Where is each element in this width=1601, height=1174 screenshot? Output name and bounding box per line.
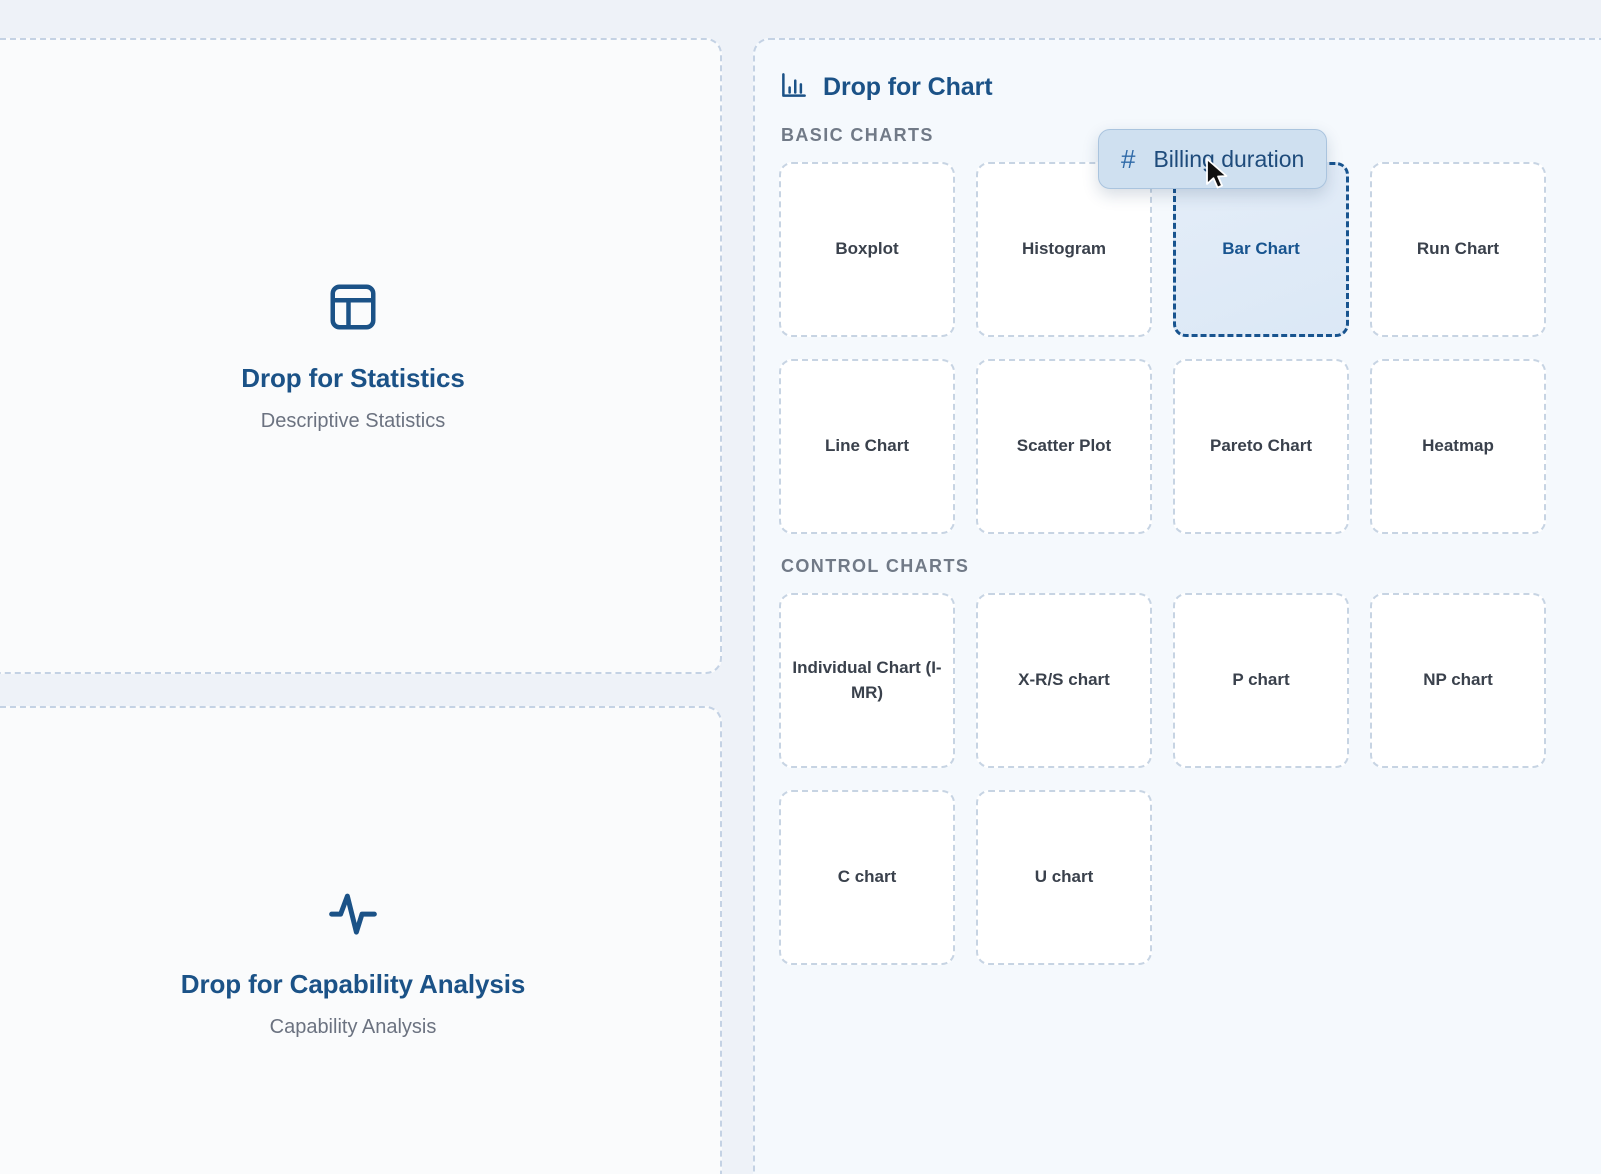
- capability-drop-subtitle: Capability Analysis: [269, 1015, 437, 1038]
- tile-label: NP chart: [1423, 670, 1493, 690]
- tile-label: Run Chart: [1416, 239, 1500, 259]
- statistics-drop-title: Drop for Statistics: [241, 362, 465, 393]
- chart-tile-scatter-plot[interactable]: Scatter Plot: [976, 359, 1152, 534]
- statistics-drop-zone[interactable]: Drop for Statistics Descriptive Statisti…: [0, 38, 722, 674]
- tile-label: Line Chart: [824, 436, 910, 456]
- tile-label: Individual Chart (I-MR): [792, 657, 942, 702]
- chart-panel-header: Drop for Chart: [779, 70, 1601, 105]
- tile-label: U chart: [1034, 867, 1094, 887]
- tile-label: C chart: [837, 867, 897, 887]
- tile-label: Heatmap: [1422, 436, 1494, 456]
- chart-tile-np-chart[interactable]: NP chart: [1370, 593, 1546, 768]
- chart-tile-x-r-s-chart[interactable]: X-R/S chart: [976, 593, 1152, 768]
- tile-label: Scatter Plot: [1016, 436, 1112, 456]
- chart-tile-run-chart[interactable]: Run Chart: [1370, 162, 1546, 337]
- left-drop-column: Drop for Statistics Descriptive Statisti…: [0, 38, 722, 1174]
- table-grid-icon: [326, 280, 380, 339]
- chart-drop-zone[interactable]: Drop for Chart BASIC CHARTS Boxplot Hist…: [753, 38, 1601, 1174]
- tile-label: P chart: [1232, 670, 1290, 690]
- chart-tile-individual-chart-imr[interactable]: Individual Chart (I-MR): [779, 593, 955, 768]
- chart-tile-p-chart[interactable]: P chart: [1173, 593, 1349, 768]
- activity-pulse-icon: [326, 886, 380, 945]
- tile-label: Bar Chart: [1222, 239, 1300, 259]
- basic-charts-grid: Boxplot Histogram Bar Chart Run Chart Li…: [779, 162, 1601, 534]
- tile-label: Pareto Chart: [1209, 436, 1313, 456]
- capability-drop-zone[interactable]: Drop for Capability Analysis Capability …: [0, 706, 722, 1174]
- chart-tile-c-chart[interactable]: C chart: [779, 790, 955, 965]
- chart-tile-line-chart[interactable]: Line Chart: [779, 359, 955, 534]
- capability-drop-title: Drop for Capability Analysis: [180, 968, 526, 999]
- chart-tile-boxplot[interactable]: Boxplot: [779, 162, 955, 337]
- chart-tile-heatmap[interactable]: Heatmap: [1370, 359, 1546, 534]
- chart-tile-histogram[interactable]: Histogram: [976, 162, 1152, 337]
- chart-tile-u-chart[interactable]: U chart: [976, 790, 1152, 965]
- tile-label: X-R/S chart: [1018, 670, 1110, 690]
- chart-tile-bar-chart[interactable]: Bar Chart: [1173, 162, 1349, 337]
- tile-label: Histogram: [1021, 239, 1107, 259]
- bar-chart-icon: [779, 70, 809, 105]
- statistics-drop-subtitle: Descriptive Statistics: [260, 409, 446, 432]
- chart-panel-title: Drop for Chart: [823, 73, 993, 101]
- section-label-control-charts: CONTROL CHARTS: [781, 556, 970, 576]
- chart-tile-pareto-chart[interactable]: Pareto Chart: [1173, 359, 1349, 534]
- control-charts-grid: Individual Chart (I-MR) X-R/S chart P ch…: [779, 593, 1601, 965]
- tile-label: Boxplot: [835, 239, 899, 259]
- section-label-basic-charts: BASIC CHARTS: [781, 125, 934, 145]
